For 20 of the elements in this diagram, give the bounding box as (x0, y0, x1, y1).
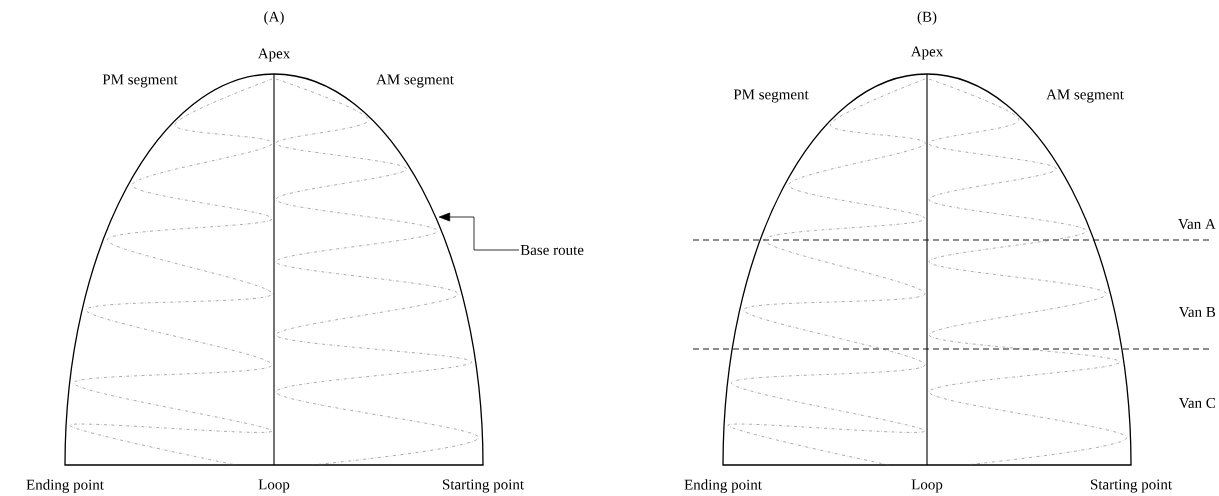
text-label: Loop (911, 479, 943, 493)
text-label: Van C (1178, 397, 1215, 409)
text-label: Base route (520, 245, 584, 255)
text-label: Starting point (1090, 479, 1172, 493)
leader-arrow (438, 212, 520, 251)
text-label: Starting point (442, 479, 524, 493)
text-label: Loop (258, 479, 290, 493)
text-label: (A) (264, 11, 284, 25)
text-label: Van A (1178, 218, 1216, 230)
text-label: AM segment (1046, 89, 1124, 103)
text-label: AM segment (376, 74, 454, 88)
text-label: PM segment (102, 74, 178, 88)
text-label: (B) (917, 11, 937, 25)
text-label: PM segment (733, 89, 809, 103)
text-label: Apex (910, 46, 944, 60)
text-label: Van B (1178, 307, 1216, 317)
route-drawing (64, 73, 484, 466)
text-label: Ending point (684, 479, 762, 493)
text-label: Ending point (26, 479, 104, 493)
route-drawing (722, 73, 1132, 466)
